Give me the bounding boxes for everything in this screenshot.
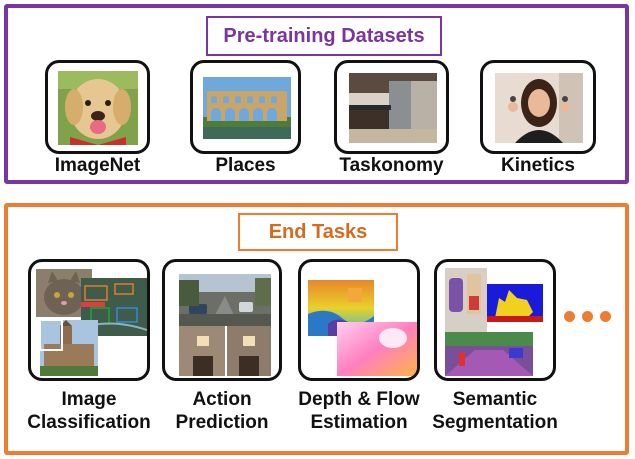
action-prediction-label-line2: Prediction bbox=[175, 412, 269, 433]
hand-photo-icon bbox=[445, 268, 487, 332]
ellipsis-dot bbox=[600, 311, 611, 322]
street-segmentation-icon bbox=[445, 332, 533, 376]
semantic-segmentation-label-line1: Semantic bbox=[452, 389, 538, 410]
woman-photo-icon bbox=[495, 73, 583, 143]
image-classification-label-line1: Image bbox=[61, 389, 117, 410]
pretraining-title: Pre-training Datasets bbox=[206, 16, 442, 56]
taskonomy-card bbox=[334, 60, 449, 154]
segmentation-map-icon bbox=[487, 284, 543, 322]
depth-flow-label-line2: Estimation bbox=[310, 412, 408, 433]
imagenet-card bbox=[45, 60, 150, 154]
aqueduct-photo-icon bbox=[203, 77, 291, 139]
depth-flow-label-line1: Depth & Flow bbox=[298, 389, 420, 410]
end-tasks-title: End Tasks bbox=[238, 213, 398, 251]
pretraining-panel: Pre-training Datasets ImageNet bbox=[4, 4, 629, 184]
action-prediction-label-line1: Action bbox=[192, 389, 252, 410]
depth-flow-card bbox=[298, 259, 420, 381]
church-photo-icon bbox=[40, 320, 98, 376]
kinetics-label: Kinetics bbox=[501, 155, 575, 176]
imagenet-label: ImageNet bbox=[54, 155, 141, 176]
semantic-segmentation-card bbox=[434, 259, 556, 381]
ellipsis-icon bbox=[564, 311, 611, 322]
semantic-segmentation-label-line2: Segmentation bbox=[432, 412, 558, 433]
image-classification-label-line2: Classification bbox=[27, 412, 151, 433]
end-tasks-panel: End Tasks bbox=[4, 203, 629, 455]
image-classification-card bbox=[28, 259, 150, 381]
flow-map-icon bbox=[337, 322, 417, 376]
room-photo-icon bbox=[179, 326, 271, 376]
dog-photo-icon bbox=[58, 71, 138, 145]
street-photo-icon bbox=[179, 274, 271, 326]
taskonomy-label: Taskonomy bbox=[339, 155, 444, 176]
ellipsis-dot bbox=[564, 311, 575, 322]
action-prediction-card bbox=[162, 259, 282, 381]
ellipsis-dot bbox=[582, 311, 593, 322]
kinetics-card bbox=[480, 60, 596, 154]
kitchen-photo-icon bbox=[349, 73, 437, 143]
places-label: Places bbox=[215, 155, 276, 176]
places-card bbox=[190, 60, 301, 154]
